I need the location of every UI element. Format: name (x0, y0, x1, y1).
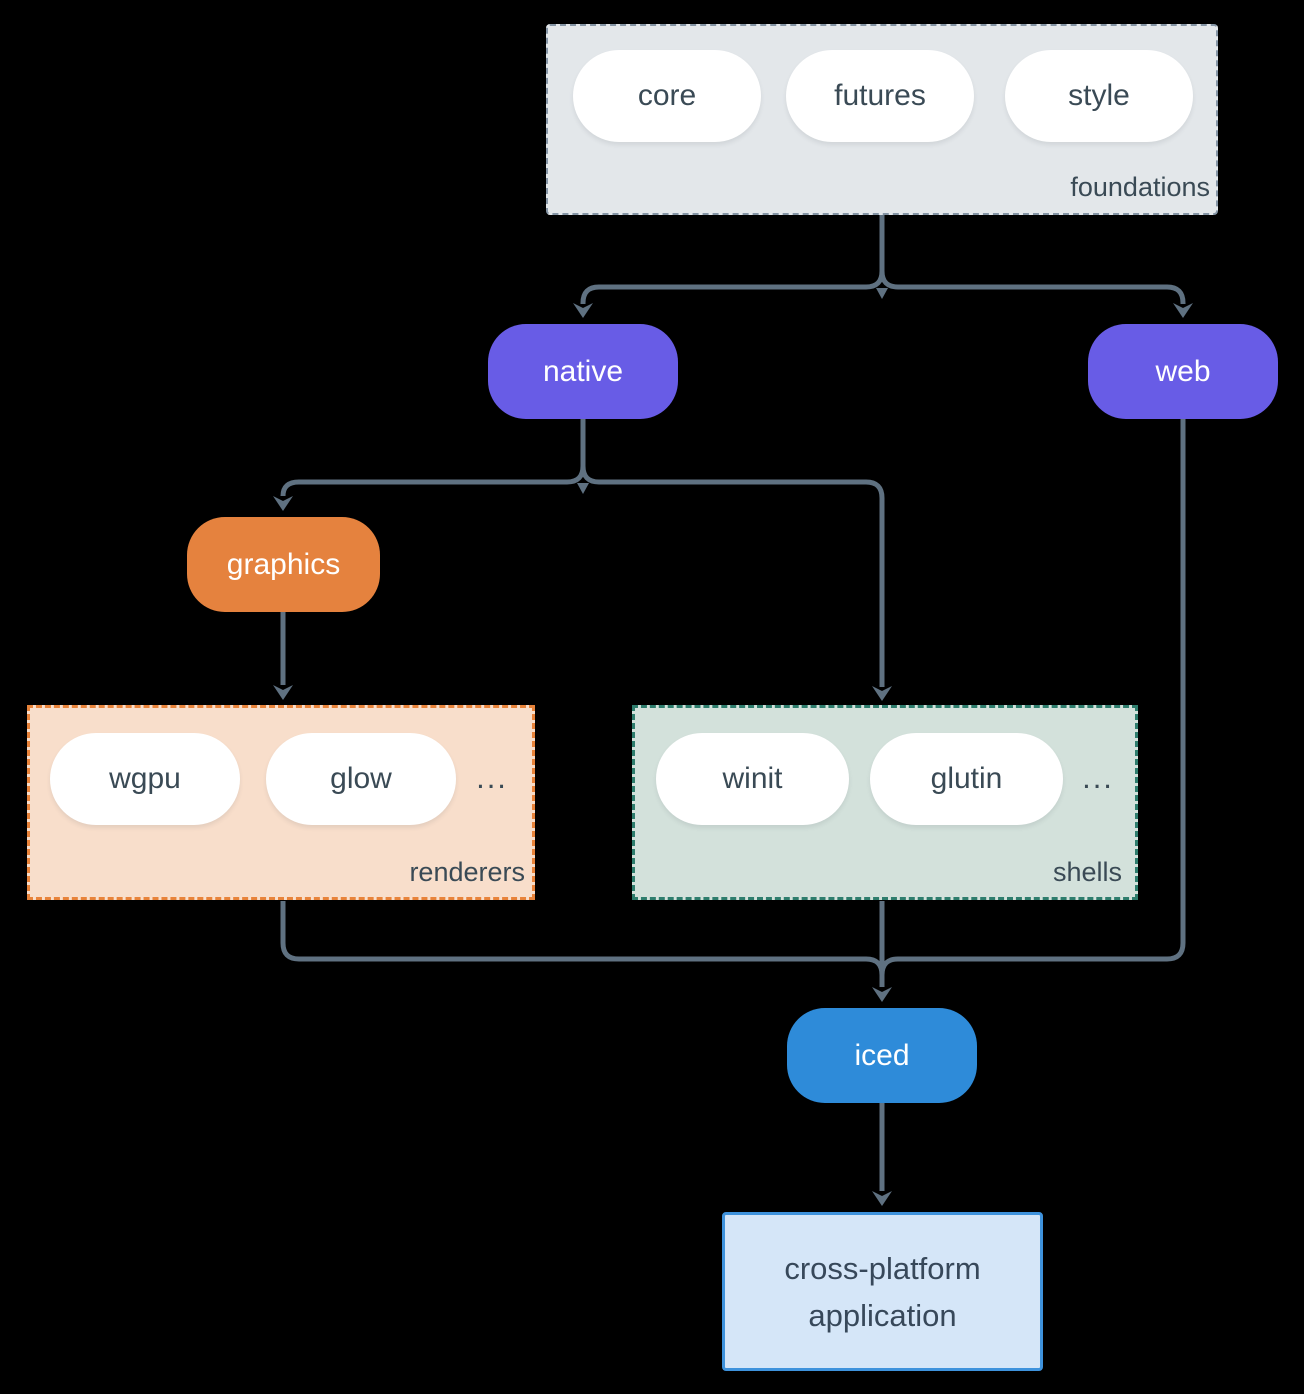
node-glow: glow (266, 733, 456, 825)
node-core-label: core (637, 79, 697, 112)
node-application-line1: cross-platform (784, 1250, 981, 1286)
node-glutin: glutin (870, 733, 1063, 825)
node-iced-label: iced (854, 1038, 910, 1072)
renderers-ellipsis: ... (476, 760, 508, 795)
edge-foundations-native (580, 215, 885, 306)
node-web: web (1088, 324, 1278, 419)
node-glutin-label: glutin (930, 762, 1003, 795)
node-iced: iced (787, 1008, 977, 1103)
node-application: cross-platform application (722, 1212, 1043, 1371)
node-glow-label: glow (330, 762, 392, 795)
node-style-label: style (1068, 79, 1130, 112)
node-native-label: native (542, 354, 624, 388)
group-shells-label: shells (1052, 857, 1122, 887)
arrowhead-renderers (273, 685, 293, 700)
node-winit-label: winit (722, 762, 783, 795)
node-futures-label: futures (834, 79, 926, 112)
edge-native-shells (580, 419, 885, 687)
edge-renderers-iced (280, 901, 885, 987)
arrowhead-web (1173, 303, 1193, 318)
node-web-label: web (1155, 354, 1211, 388)
node-wgpu-label: wgpu (109, 762, 181, 795)
node-winit: winit (656, 733, 849, 825)
edge-native-graphics (280, 419, 586, 497)
node-core: core (573, 50, 761, 142)
node-graphics-label: graphics (226, 547, 341, 581)
group-foundations-label: foundations (1070, 172, 1210, 202)
edge-foundations-web (879, 215, 1186, 306)
node-native: native (488, 324, 678, 419)
edge-web-iced (879, 419, 1186, 976)
shells-ellipsis: ... (1082, 760, 1114, 795)
node-futures: futures (786, 50, 974, 142)
group-renderers-label: renderers (409, 857, 525, 887)
arrowhead-application (872, 1191, 892, 1206)
arrowhead-native (573, 303, 593, 318)
junction-tick-native (577, 483, 589, 494)
node-graphics: graphics (187, 517, 380, 612)
node-wgpu: wgpu (50, 733, 240, 825)
arrowhead-iced (872, 987, 892, 1002)
arrowhead-graphics (273, 496, 293, 511)
node-style: style (1005, 50, 1193, 142)
junction-tick-foundations (876, 288, 888, 299)
arrowhead-shells (872, 686, 892, 701)
node-application-line2: application (808, 1297, 957, 1333)
